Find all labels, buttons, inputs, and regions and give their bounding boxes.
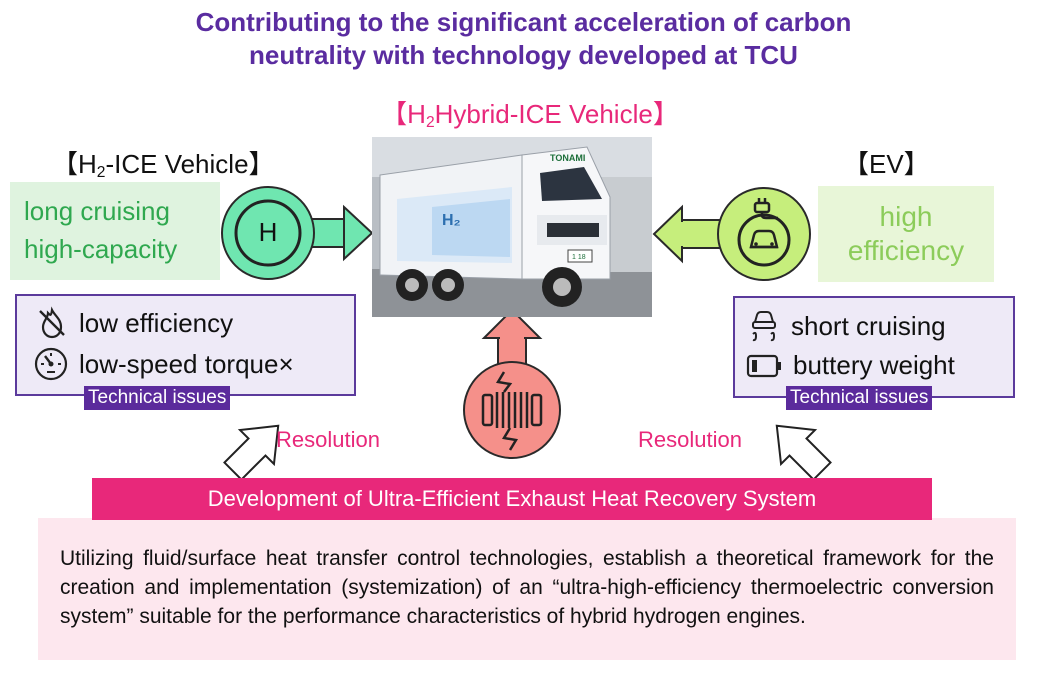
h2-label-sub: 2: [96, 163, 106, 181]
hybrid-label-sub: 2: [425, 113, 435, 131]
no-fire-icon: [39, 306, 65, 339]
hydrogen-letter: H: [258, 217, 278, 247]
resolution-arrow-right: [775, 424, 832, 481]
title-line-2: neutrality with technology developed at …: [249, 40, 798, 70]
skid-car-icon: [752, 311, 776, 342]
title-line-1: Contributing to the significant accelera…: [195, 7, 852, 37]
ev-plug-car-icon: [717, 187, 811, 281]
truck-plate: 1 18: [572, 254, 586, 261]
ev-strength-1: high: [879, 201, 933, 232]
ev-strength-2: efficiency: [847, 235, 965, 266]
issue-label: buttery weight: [793, 350, 955, 380]
h2-label-post: -ICE Vehicle】: [105, 149, 275, 179]
thermoelectric-arrow: [481, 308, 543, 369]
ev-arrow: [652, 204, 723, 264]
resolution-arrow-left: [223, 424, 280, 481]
hybrid-truck-image: H₂ TONAMI 1 18: [372, 137, 652, 317]
h2-label-pre: 【H: [52, 149, 97, 179]
development-title-bar: Development of Ultra-Efficient Exhaust H…: [92, 478, 932, 520]
h2-strength-1: long cruising: [24, 196, 170, 226]
hybrid-vehicle-label: 【H2Hybrid-ICE Vehicle】: [300, 94, 760, 132]
svg-text:H₂: H₂: [442, 212, 461, 229]
thermoelectric-icon: [463, 361, 561, 459]
h2-technical-issues-box: low efficiency low-speed torque×: [15, 294, 356, 396]
ev-strengths-box: high efficiency: [818, 186, 994, 282]
issue-buttery-weight: buttery weight: [745, 350, 955, 381]
hybrid-label-post: Hybrid-ICE Vehicle】: [434, 99, 679, 129]
description-box: Utilizing fluid/surface heat transfer co…: [38, 518, 1016, 660]
truck-brand: TONAMI: [550, 153, 585, 163]
page-title: Contributing to the significant accelera…: [0, 6, 1047, 72]
ev-technical-issues-box: short cruising buttery weight: [733, 296, 1015, 398]
resolution-label-right: Resolution: [638, 427, 742, 452]
technical-issues-tag-right: Technical issues: [786, 386, 933, 410]
issue-label: low efficiency: [79, 307, 234, 338]
resolution-label-left: Resolution: [276, 427, 380, 452]
ev-label: 【EV】: [843, 149, 930, 179]
battery-icon: [746, 354, 781, 377]
issue-low-efficiency: low efficiency: [35, 306, 233, 340]
issue-short-cruising: short cruising: [747, 308, 946, 344]
issue-label: short cruising: [791, 310, 946, 341]
h2-ice-vehicle-label: 【H2-ICE Vehicle】: [52, 144, 275, 182]
speedometer-icon: [34, 347, 68, 381]
technical-issues-tag-left: Technical issues: [84, 386, 231, 410]
h2-strength-2: high-capacity: [24, 234, 178, 264]
hydrogen-icon: [221, 186, 315, 280]
h2-strengths-box: long cruising high-capacity: [10, 182, 220, 280]
issue-low-speed-torque: low-speed torque×: [33, 346, 294, 382]
issue-label: low-speed torque×: [79, 348, 294, 379]
description-text: Utilizing fluid/surface heat transfer co…: [60, 547, 994, 628]
hybrid-label-pre: 【H: [381, 99, 426, 129]
